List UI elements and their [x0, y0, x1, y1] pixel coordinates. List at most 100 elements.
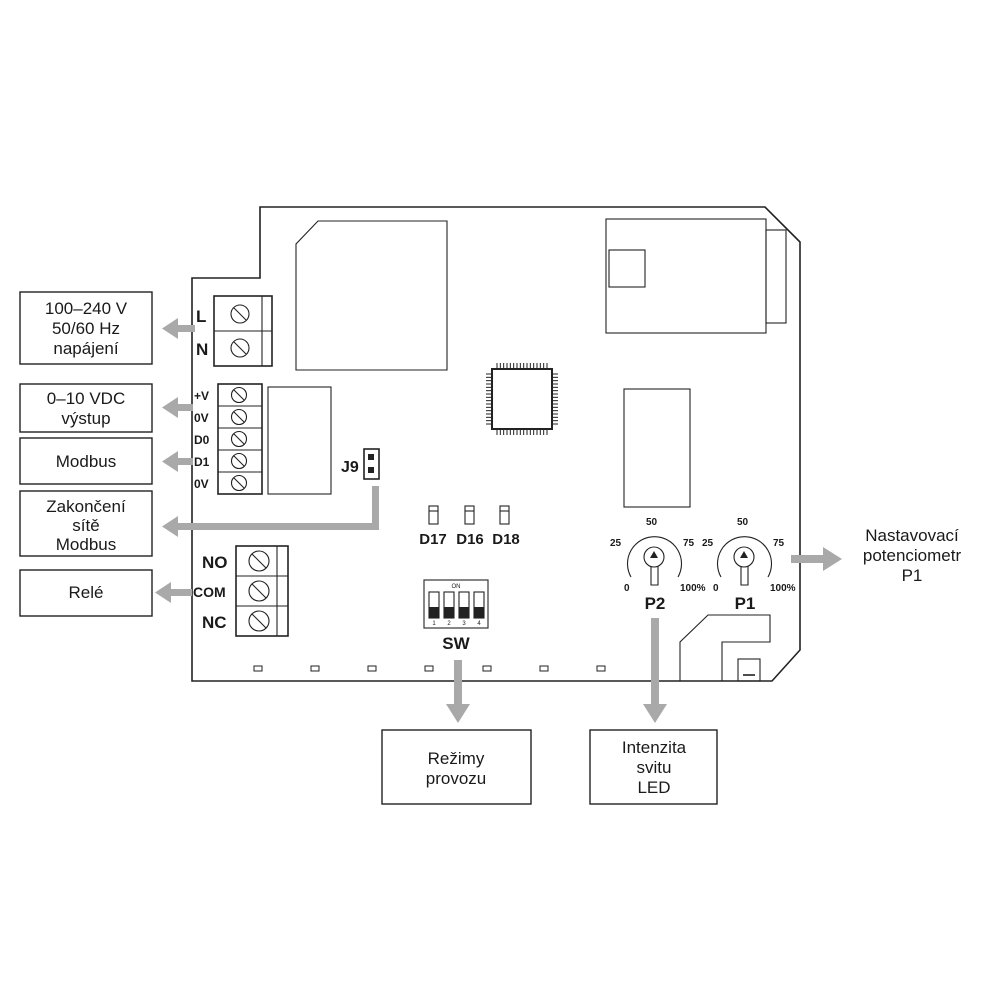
terminal-label-0v-2: 0V: [194, 477, 209, 491]
jumper-label: J9: [341, 459, 359, 476]
arrow-termination: [162, 486, 379, 537]
svg-text:0–10 VDC: 0–10 VDC: [47, 389, 125, 408]
pot-p2-scale-0: 0: [624, 583, 630, 594]
terminal-label-d0: D0: [194, 433, 210, 447]
pcb-board: [191, 206, 801, 682]
dip-pos-4: 4: [477, 621, 481, 627]
dip-lever-1: [428, 591, 440, 619]
connector-outline: [679, 614, 771, 682]
screw-icon: [230, 338, 250, 358]
led-d18: [499, 505, 510, 525]
arrow-output: [162, 397, 193, 418]
led-label-d17: D17: [419, 531, 447, 548]
led-d16: [464, 505, 475, 525]
signal-terminal-block: +V 0V D0 D1 0V: [194, 383, 263, 495]
test-pad: [367, 665, 377, 672]
capacitor-block: [623, 388, 691, 508]
dip-lever-2: [443, 591, 455, 619]
svg-text:svitu: svitu: [637, 758, 672, 777]
svg-text:Nastavovací: Nastavovací: [865, 526, 959, 545]
screw-icon: [230, 452, 248, 470]
jumper-j9: J9: [341, 448, 380, 480]
pot-p2-scale-75: 75: [683, 538, 695, 549]
power-terminal-block: L N: [196, 295, 273, 367]
pot-knob-icon: [733, 546, 755, 568]
svg-text:50/60 Hz: 50/60 Hz: [52, 319, 120, 338]
terminal-label-nc: NC: [202, 613, 227, 632]
terminal-label-d1: D1: [194, 455, 210, 469]
svg-text:provozu: provozu: [426, 769, 486, 788]
svg-text:LED: LED: [637, 778, 670, 797]
arrow-modes: [446, 660, 470, 723]
test-pads: [253, 665, 606, 672]
label-box-termination: Zakončení sítě Modbus: [19, 490, 153, 557]
pot-p1-scale-50: 50: [737, 517, 749, 528]
arrow-power: [162, 318, 195, 339]
svg-text:Modbus: Modbus: [56, 452, 116, 471]
screw-icon: [230, 408, 248, 426]
rf-module: [605, 218, 787, 334]
terminal-label-n: N: [196, 340, 208, 359]
screw-icon: [230, 474, 248, 492]
dip-pos-3: 3: [462, 621, 466, 627]
screw-icon: [248, 550, 270, 572]
screw-icon: [248, 580, 270, 602]
pot-p1-scale-100: 100%: [770, 583, 796, 594]
screw-icon: [230, 304, 250, 324]
pot-p2-scale-100: 100%: [680, 583, 706, 594]
dip-pos-2: 2: [447, 621, 451, 627]
test-pad: [310, 665, 320, 672]
potentiometer-p2: 0 25 50 75 100% P2: [610, 517, 706, 613]
switch-on-label: ON: [452, 584, 461, 590]
switch-label: SW: [442, 634, 470, 653]
svg-text:Režimy: Režimy: [428, 749, 485, 768]
svg-text:sítě: sítě: [72, 516, 99, 535]
transformer-block: [295, 220, 448, 371]
dip-lever-3: [458, 591, 470, 619]
terminal-label-l: L: [196, 307, 206, 326]
screw-icon: [230, 430, 248, 448]
label-box-modes: Režimy provozu: [381, 729, 532, 805]
svg-text:Zakončení: Zakončení: [46, 497, 126, 516]
test-pad: [424, 665, 434, 672]
label-box-output: 0–10 VDC výstup: [19, 383, 153, 433]
pot-p1-scale-25: 25: [702, 538, 714, 549]
svg-text:Modbus: Modbus: [56, 535, 116, 554]
dip-lever-4: [473, 591, 485, 619]
pot-p1-scale-0: 0: [713, 583, 719, 594]
label-box-relay: Relé: [19, 569, 153, 617]
led-group: D17 D16 D18: [419, 505, 520, 548]
terminal-label-com: COM: [193, 584, 226, 600]
test-pad: [253, 665, 263, 672]
relay-terminal-block: NO COM NC: [193, 545, 289, 637]
svg-text:100–240 V: 100–240 V: [45, 299, 128, 318]
terminal-label-v-plus: +V: [194, 389, 209, 403]
pot-p2-scale-25: 25: [610, 538, 622, 549]
svg-text:napájení: napájení: [53, 339, 119, 358]
svg-text:potenciometr: potenciometr: [863, 546, 962, 565]
svg-text:Intenzita: Intenzita: [622, 738, 687, 757]
led-label-d18: D18: [492, 531, 520, 548]
label-box-power: 100–240 V 50/60 Hz napájení: [19, 291, 153, 365]
pot-p1-scale-75: 75: [773, 538, 785, 549]
svg-text:P1: P1: [902, 566, 923, 585]
terminal-label-no: NO: [202, 553, 228, 572]
test-pad: [539, 665, 549, 672]
screw-icon: [248, 610, 270, 632]
arrow-led-intensity: [643, 618, 667, 723]
relay-block: [267, 386, 332, 495]
label-pot-p1: Nastavovací potenciometr P1: [863, 526, 962, 585]
test-pad: [596, 665, 606, 672]
dip-pos-1: 1: [432, 621, 436, 627]
arrow-modbus: [162, 451, 193, 472]
svg-text:výstup: výstup: [61, 409, 110, 428]
test-pad: [482, 665, 492, 672]
arrow-pot-p1: [791, 547, 842, 571]
label-box-led-intensity: Intenzita svitu LED: [589, 729, 718, 805]
screw-icon: [230, 386, 248, 404]
pot-label-p1: P1: [735, 594, 756, 613]
terminal-label-0v: 0V: [194, 411, 209, 425]
pot-knob-icon: [643, 546, 665, 568]
arrow-relay: [155, 582, 192, 603]
